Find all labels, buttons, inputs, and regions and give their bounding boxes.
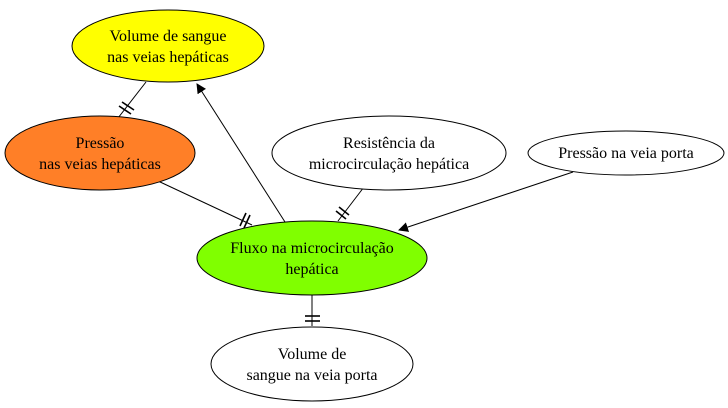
node-volume-veias-hepaticas-shape [71, 9, 265, 83]
edge-pressao-to-fluxo [157, 180, 253, 226]
edge-volume-to-pressao [117, 81, 147, 119]
node-fluxo-shape [196, 220, 428, 296]
node-volume-veia-porta-label-1: Volume de [278, 346, 347, 363]
node-pressao-veias-hepaticas-shape [4, 115, 196, 191]
node-pressao-veias-hepaticas-label-1: Pressão [76, 135, 125, 152]
node-pressao-veia-porta-label: Pressão na veia porta [558, 145, 694, 162]
edge-resistencia-to-fluxo-marker [335, 206, 350, 220]
node-volume-veia-porta: Volume de sangue na veia porta [210, 326, 414, 402]
edge-pressao-porta-to-fluxo [398, 171, 574, 232]
node-fluxo-label-1: Fluxo na microcirculação [230, 240, 394, 257]
edges [117, 81, 574, 326]
edge-pressao-to-fluxo-marker [239, 212, 251, 229]
node-pressao-veia-porta-shape [527, 130, 725, 176]
node-resistencia: Resistência da microcirculação hepática [271, 115, 507, 191]
node-pressao-veias-hepaticas: Pressão nas veias hepáticas [4, 115, 196, 191]
node-pressao-veias-hepaticas-label-2: nas veias hepáticas [39, 156, 161, 173]
node-volume-veias-hepaticas-label-2: nas veias hepáticas [107, 49, 229, 66]
node-volume-veia-porta-shape [210, 326, 414, 402]
edge-fluxo-to-volume-porta-marker [305, 315, 320, 322]
edge-fluxo-to-volume [196, 83, 286, 223]
edge-volume-to-pressao-marker [118, 101, 135, 115]
node-fluxo-label-2: hepática [285, 261, 338, 278]
node-resistencia-label-1: Resistência da [343, 135, 435, 152]
node-resistencia-label-2: microcirculação hepática [309, 156, 469, 173]
node-volume-veias-hepaticas: Volume de sangue nas veias hepáticas [71, 9, 265, 83]
node-resistencia-shape [271, 115, 507, 191]
node-fluxo: Fluxo na microcirculação hepática [196, 220, 428, 296]
node-pressao-veia-porta: Pressão na veia porta [527, 130, 725, 176]
node-volume-veias-hepaticas-label-1: Volume de sangue [109, 28, 226, 45]
node-volume-veia-porta-label-2: sangue na veia porta [246, 367, 377, 384]
